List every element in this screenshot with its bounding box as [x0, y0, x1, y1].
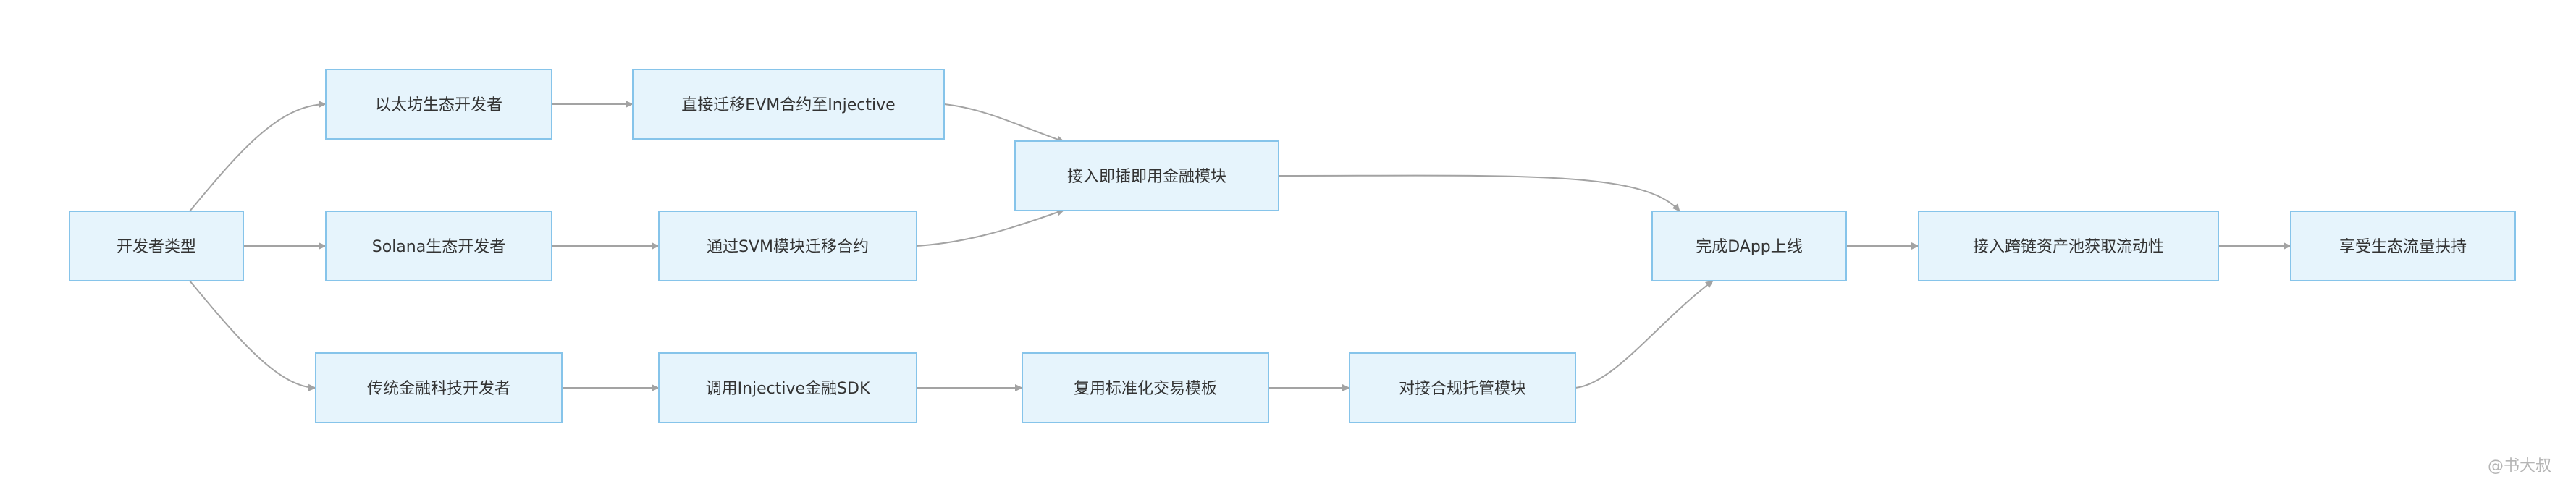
- node-plug[interactable]: 接入即插即用金融模块: [1014, 140, 1279, 211]
- node-label: 通过SVM模块迁移合约: [707, 238, 869, 256]
- node-label: 接入即插即用金融模块: [1067, 168, 1226, 186]
- node-label: 享受生态流量扶持: [2339, 238, 2467, 256]
- watermark: @书大叔: [2488, 453, 2551, 476]
- node-label: 调用Injective金融SDK: [706, 380, 870, 398]
- node-launch[interactable]: 完成DApp上线: [1651, 211, 1847, 281]
- node-sdk[interactable]: 调用Injective金融SDK: [658, 352, 917, 423]
- watermark-text: @书大叔: [2487, 457, 2551, 475]
- node-evm-migrate[interactable]: 直接迁移EVM合约至Injective: [632, 69, 945, 140]
- node-label: 完成DApp上线: [1696, 238, 1803, 256]
- node-svm-migrate[interactable]: 通过SVM模块迁移合约: [658, 211, 917, 281]
- node-sol-dev[interactable]: Solana生态开发者: [325, 211, 552, 281]
- node-dev-type[interactable]: 开发者类型: [69, 211, 244, 281]
- node-fin-dev[interactable]: 传统金融科技开发者: [315, 352, 563, 423]
- node-support[interactable]: 享受生态流量扶持: [2290, 211, 2516, 281]
- edge-evm-migrate-to-plug: [943, 103, 1065, 143]
- node-liquidity[interactable]: 接入跨链资产池获取流动性: [1918, 211, 2219, 281]
- node-eth-dev[interactable]: 以太坊生态开发者: [325, 69, 552, 140]
- node-label: 接入跨链资产池获取流动性: [1973, 238, 2164, 256]
- edge-custody-to-launch: [1575, 280, 1714, 389]
- node-label: 以太坊生态开发者: [375, 96, 502, 114]
- node-label: Solana生态开发者: [372, 238, 505, 256]
- edge-plug-to-launch: [1278, 174, 1680, 212]
- node-label: 复用标准化交易模板: [1074, 380, 1217, 398]
- node-custody[interactable]: 对接合规托管模块: [1349, 352, 1576, 423]
- edge-dev-type-to-eth-dev: [189, 101, 327, 212]
- edges: [189, 101, 2291, 391]
- node-label: 直接迁移EVM合约至Injective: [681, 96, 895, 114]
- node-label: 对接合规托管模块: [1399, 380, 1526, 398]
- nodes: 开发者类型 以太坊生态开发者 Solana生态开发者 传统金融科技开发者 直接迁…: [69, 69, 2516, 423]
- node-label: 开发者类型: [117, 238, 196, 256]
- node-label: 传统金融科技开发者: [367, 380, 510, 398]
- node-template[interactable]: 复用标准化交易模板: [1022, 352, 1269, 423]
- edge-svm-migrate-to-plug: [916, 208, 1065, 247]
- edge-dev-type-to-fin-dev: [189, 280, 316, 391]
